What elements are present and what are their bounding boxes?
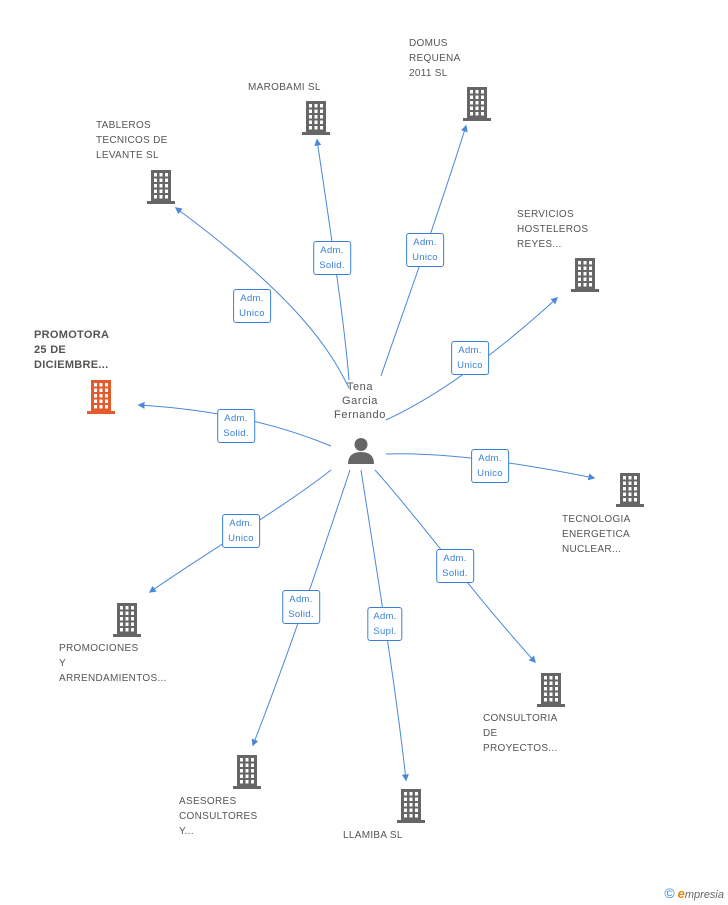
- footer: © empresia: [664, 885, 724, 901]
- company-label-line: REQUENA: [409, 53, 461, 64]
- role-badge-line: Adm.: [443, 553, 467, 564]
- copyright-icon: ©: [664, 885, 675, 901]
- role-badge-llamiba: Adm. Supl.: [367, 607, 403, 641]
- role-badge-tableros: Adm. Unico: [233, 289, 271, 323]
- company-label-line: Y: [59, 658, 66, 669]
- role-badge-line: Solid.: [319, 260, 345, 271]
- company-label-line: PROMOTORA: [34, 329, 110, 341]
- company-label-line: HOSTELEROS: [517, 224, 589, 235]
- role-badge-asesores: Adm. Solid.: [282, 590, 320, 624]
- role-badge-line: Unico: [477, 468, 503, 479]
- company-label-domus[interactable]: DOMUS REQUENA 2011 SL: [409, 36, 539, 81]
- company-label-line: TABLEROS: [96, 120, 152, 131]
- edge-tableros: [174, 207, 350, 389]
- building-icon-llamiba[interactable]: [396, 789, 426, 823]
- role-badge-line: Adm.: [240, 293, 264, 304]
- role-badge-servicios: Adm. Unico: [451, 341, 489, 375]
- company-label-asesores[interactable]: ASESORES CONSULTORES Y...: [179, 794, 309, 839]
- company-label-marobami[interactable]: MAROBAMI SL: [248, 80, 378, 95]
- edge-marobami: [314, 138, 350, 381]
- brand-logo: empresia: [677, 885, 724, 901]
- role-badge-domus: Adm. Unico: [406, 233, 444, 267]
- company-label-line: TECNICOS DE: [96, 135, 168, 146]
- building-icon-marobami[interactable]: [301, 101, 331, 135]
- building-icon-promociones[interactable]: [112, 603, 142, 637]
- company-label-line: DOMUS: [409, 38, 448, 49]
- company-label-line: LEVANTE SL: [96, 150, 159, 161]
- building-icon-servicios[interactable]: [570, 258, 600, 292]
- company-label-promotora[interactable]: PROMOTORA 25 DE DICIEMBRE...: [34, 328, 164, 373]
- role-badge-line: Adm.: [413, 237, 437, 248]
- center-name-line-2: Garcia: [341, 395, 378, 407]
- role-badge-line: Solid.: [223, 428, 249, 439]
- role-badge-promociones: Adm. Unico: [222, 514, 260, 548]
- building-icon-tableros[interactable]: [146, 170, 176, 204]
- role-badge-line: Adm.: [229, 518, 253, 529]
- company-label-line: 25 DE: [34, 344, 67, 356]
- role-badge-consultoria: Adm. Solid.: [436, 549, 474, 583]
- company-label-servicios[interactable]: SERVICIOS HOSTELEROS REYES...: [517, 207, 647, 252]
- company-label-line: LLAMIBA SL: [343, 830, 403, 841]
- company-label-line: PROYECTOS...: [483, 743, 558, 754]
- role-badge-line: Supl.: [373, 626, 397, 637]
- company-label-line: DE: [483, 728, 498, 739]
- role-badge-line: Unico: [239, 308, 265, 319]
- company-label-promociones[interactable]: PROMOCIONES Y ARRENDAMIENTOS...: [59, 641, 189, 686]
- role-badge-marobami: Adm. Solid.: [313, 241, 351, 275]
- role-badge-line: Adm.: [224, 413, 248, 424]
- role-badge-line: Solid.: [288, 609, 314, 620]
- person-icon[interactable]: [346, 436, 376, 466]
- role-badge-line: Unico: [412, 252, 438, 263]
- building-icon-domus[interactable]: [462, 87, 492, 121]
- role-badge-line: Solid.: [442, 568, 468, 579]
- company-label-line: MAROBAMI SL: [248, 82, 321, 93]
- company-label-llamiba[interactable]: LLAMIBA SL: [343, 828, 473, 843]
- role-badge-line: Adm.: [289, 594, 313, 605]
- company-label-consultoria[interactable]: CONSULTORIA DE PROYECTOS...: [483, 711, 613, 756]
- company-label-line: Y...: [179, 826, 194, 837]
- company-label-line: REYES...: [517, 239, 562, 250]
- role-badge-tecnologia: Adm. Unico: [471, 449, 509, 483]
- company-label-line: ASESORES: [179, 796, 237, 807]
- company-label-line: ARRENDAMIENTOS...: [59, 673, 167, 684]
- center-name-line-3: Fernando: [334, 409, 386, 421]
- company-label-line: TECNOLOGIA: [562, 514, 631, 525]
- center-person-label[interactable]: Tena Garcia Fernando: [334, 380, 386, 422]
- role-badge-line: Adm.: [320, 245, 344, 256]
- role-badge-line: Unico: [457, 360, 483, 371]
- company-label-line: 2011 SL: [409, 68, 448, 79]
- role-badge-line: Adm.: [458, 345, 482, 356]
- center-name-line-1: Tena: [346, 381, 374, 393]
- company-label-tecnologia[interactable]: TECNOLOGIA ENERGETICA NUCLEAR...: [562, 512, 692, 557]
- role-badge-line: Adm.: [373, 611, 397, 622]
- building-icon-asesores[interactable]: [232, 755, 262, 789]
- company-label-line: DICIEMBRE...: [34, 359, 109, 371]
- company-label-line: CONSULTORES: [179, 811, 258, 822]
- company-label-line: NUCLEAR...: [562, 544, 622, 555]
- building-icon-consultoria[interactable]: [536, 673, 566, 707]
- edge-domus: [380, 124, 468, 377]
- company-label-tableros[interactable]: TABLEROS TECNICOS DE LEVANTE SL: [96, 118, 226, 163]
- company-label-line: ENERGETICA: [562, 529, 631, 540]
- building-icon-promotora[interactable]: [86, 380, 116, 414]
- role-badge-promotora: Adm. Solid.: [217, 409, 255, 443]
- role-badge-line: Unico: [228, 533, 254, 544]
- company-label-line: CONSULTORIA: [483, 713, 558, 724]
- role-badge-line: Adm.: [478, 453, 502, 464]
- company-label-line: SERVICIOS: [517, 209, 574, 220]
- company-label-line: PROMOCIONES: [59, 643, 139, 654]
- building-icon-tecnologia[interactable]: [615, 473, 645, 507]
